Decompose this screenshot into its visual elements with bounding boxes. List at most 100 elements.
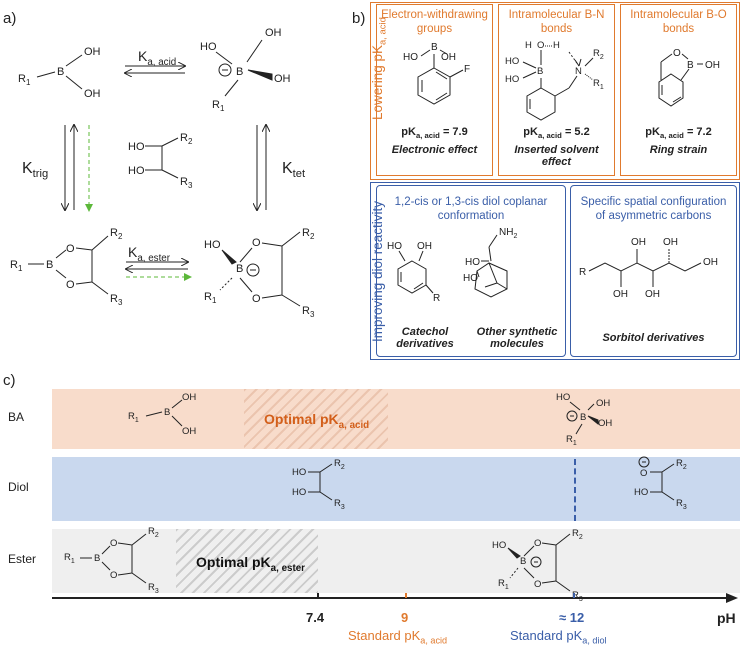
svg-text:HO: HO	[634, 487, 648, 498]
svg-text:OH: OH	[182, 426, 196, 437]
svg-text:O: O	[110, 570, 117, 581]
svg-text:HO: HO	[492, 540, 506, 551]
optimal-acid-hatch	[244, 389, 388, 449]
ba-band	[52, 389, 740, 449]
svg-text:O: O	[537, 40, 544, 51]
svg-text:R2: R2	[572, 528, 583, 541]
svg-text:OH: OH	[274, 73, 291, 85]
svg-text:R: R	[579, 267, 586, 278]
diol-band	[52, 457, 740, 521]
svg-text:B: B	[520, 556, 526, 567]
sorbitol-structure: R OH OH OH OH OH	[579, 237, 718, 300]
lowering-pka-section	[370, 2, 740, 180]
svg-text:R2: R2	[593, 48, 604, 61]
svg-text:R3: R3	[302, 305, 315, 319]
svg-text:O: O	[66, 279, 75, 291]
svg-text:NH2: NH2	[499, 227, 517, 240]
svg-text:OH: OH	[417, 241, 432, 252]
svg-text:R1: R1	[498, 578, 509, 591]
svg-text:OH: OH	[663, 237, 678, 248]
boronic-ester-structure: R1 B O O R2 R3	[10, 227, 123, 307]
optimal-acid-label: Optimal pKa, acid	[264, 411, 370, 431]
ph-axis-label: pH	[717, 610, 736, 626]
bo-pka: pKa, acid = 7.2	[645, 126, 712, 141]
svg-text:O: O	[534, 538, 541, 549]
svg-text:B: B	[431, 42, 438, 53]
svg-text:HO: HO	[200, 41, 217, 53]
svg-text:R3: R3	[148, 582, 159, 595]
svg-text:R2: R2	[110, 227, 123, 241]
svg-text:R: R	[433, 293, 440, 304]
svg-text:R2: R2	[180, 132, 193, 146]
k-tet-label: Ktet	[282, 160, 306, 181]
bn-pka: pKa, acid = 5.2	[523, 126, 590, 141]
svg-text:HO: HO	[403, 52, 418, 63]
bo-effect: Ring strain	[649, 144, 708, 157]
svg-text:OH: OH	[265, 27, 282, 39]
svg-text:OH: OH	[598, 418, 612, 429]
row-label-ba: BA	[8, 410, 25, 424]
standard-pka-acid-label: Standard pKa, acid	[348, 628, 448, 646]
optimal-ester-hatch	[176, 529, 318, 593]
benzoxaborole-structure: O B OH	[658, 48, 720, 107]
panel-c-label: c)	[3, 372, 16, 389]
svg-text:OH: OH	[631, 237, 646, 248]
fluorophenylboronic-acid-structure: HO B OH F	[403, 42, 470, 105]
svg-text:R3: R3	[110, 293, 123, 307]
svg-text:O: O	[640, 468, 647, 479]
svg-text:H: H	[553, 40, 560, 51]
boronate-structure: HO OH OH B R1	[200, 27, 291, 113]
sorbitol-label: Sorbitol derivatives	[602, 332, 705, 344]
svg-text:B: B	[537, 66, 543, 77]
svg-text:H: H	[525, 40, 532, 51]
improving-diol-section	[370, 182, 740, 360]
ester-band	[52, 529, 740, 593]
svg-text:OH: OH	[645, 289, 660, 300]
svg-text:OH: OH	[703, 257, 718, 268]
svg-text:N: N	[575, 66, 582, 77]
panel-c-structures: R1 B OH OH HO OH OH B R1 HO R2 HO R3 O	[64, 392, 687, 603]
svg-text:B: B	[687, 60, 694, 71]
ewg-effect: Electronic effect	[391, 144, 478, 157]
svg-text:HO: HO	[128, 165, 145, 177]
svg-text:R2: R2	[302, 227, 315, 241]
svg-text:HO: HO	[128, 141, 145, 153]
ewg-pka: pKa, acid = 7.9	[401, 126, 468, 141]
svg-text:B: B	[580, 412, 586, 423]
svg-text:R2: R2	[334, 458, 345, 471]
k-acid-label: Ka, acid	[138, 48, 177, 68]
tick-12: ≈ 12	[559, 610, 585, 625]
svg-text:R3: R3	[676, 498, 687, 511]
tick-7-4: 7.4	[306, 610, 325, 625]
diol-molecules-structures: HO OH R NH2 HO HO	[387, 227, 517, 304]
standard-pka-diol-label: Standard pKa, diol	[510, 628, 607, 646]
bn-effect: Inserted solvent effect	[514, 144, 599, 169]
row-label-diol: Diol	[8, 480, 29, 494]
svg-text:OH: OH	[705, 60, 720, 71]
svg-text:OH: OH	[596, 398, 610, 409]
svg-text:HO: HO	[463, 273, 478, 284]
svg-text:R1: R1	[593, 78, 604, 91]
svg-text:R1: R1	[212, 99, 225, 113]
wulff-type-boronic-acid-structure: HO HO H O H B N R2 R1	[505, 40, 604, 121]
svg-text:B: B	[94, 553, 100, 564]
svg-text:HO: HO	[556, 392, 570, 403]
svg-text:HO: HO	[204, 239, 221, 251]
k-trig-label: Ktrig	[22, 160, 49, 181]
svg-text:OH: OH	[613, 289, 628, 300]
svg-text:R3: R3	[334, 498, 345, 511]
svg-text:F: F	[464, 64, 470, 75]
ph-axis	[52, 593, 738, 603]
svg-text:R1: R1	[204, 291, 217, 305]
svg-text:HO: HO	[292, 487, 306, 498]
svg-text:O: O	[252, 237, 261, 249]
